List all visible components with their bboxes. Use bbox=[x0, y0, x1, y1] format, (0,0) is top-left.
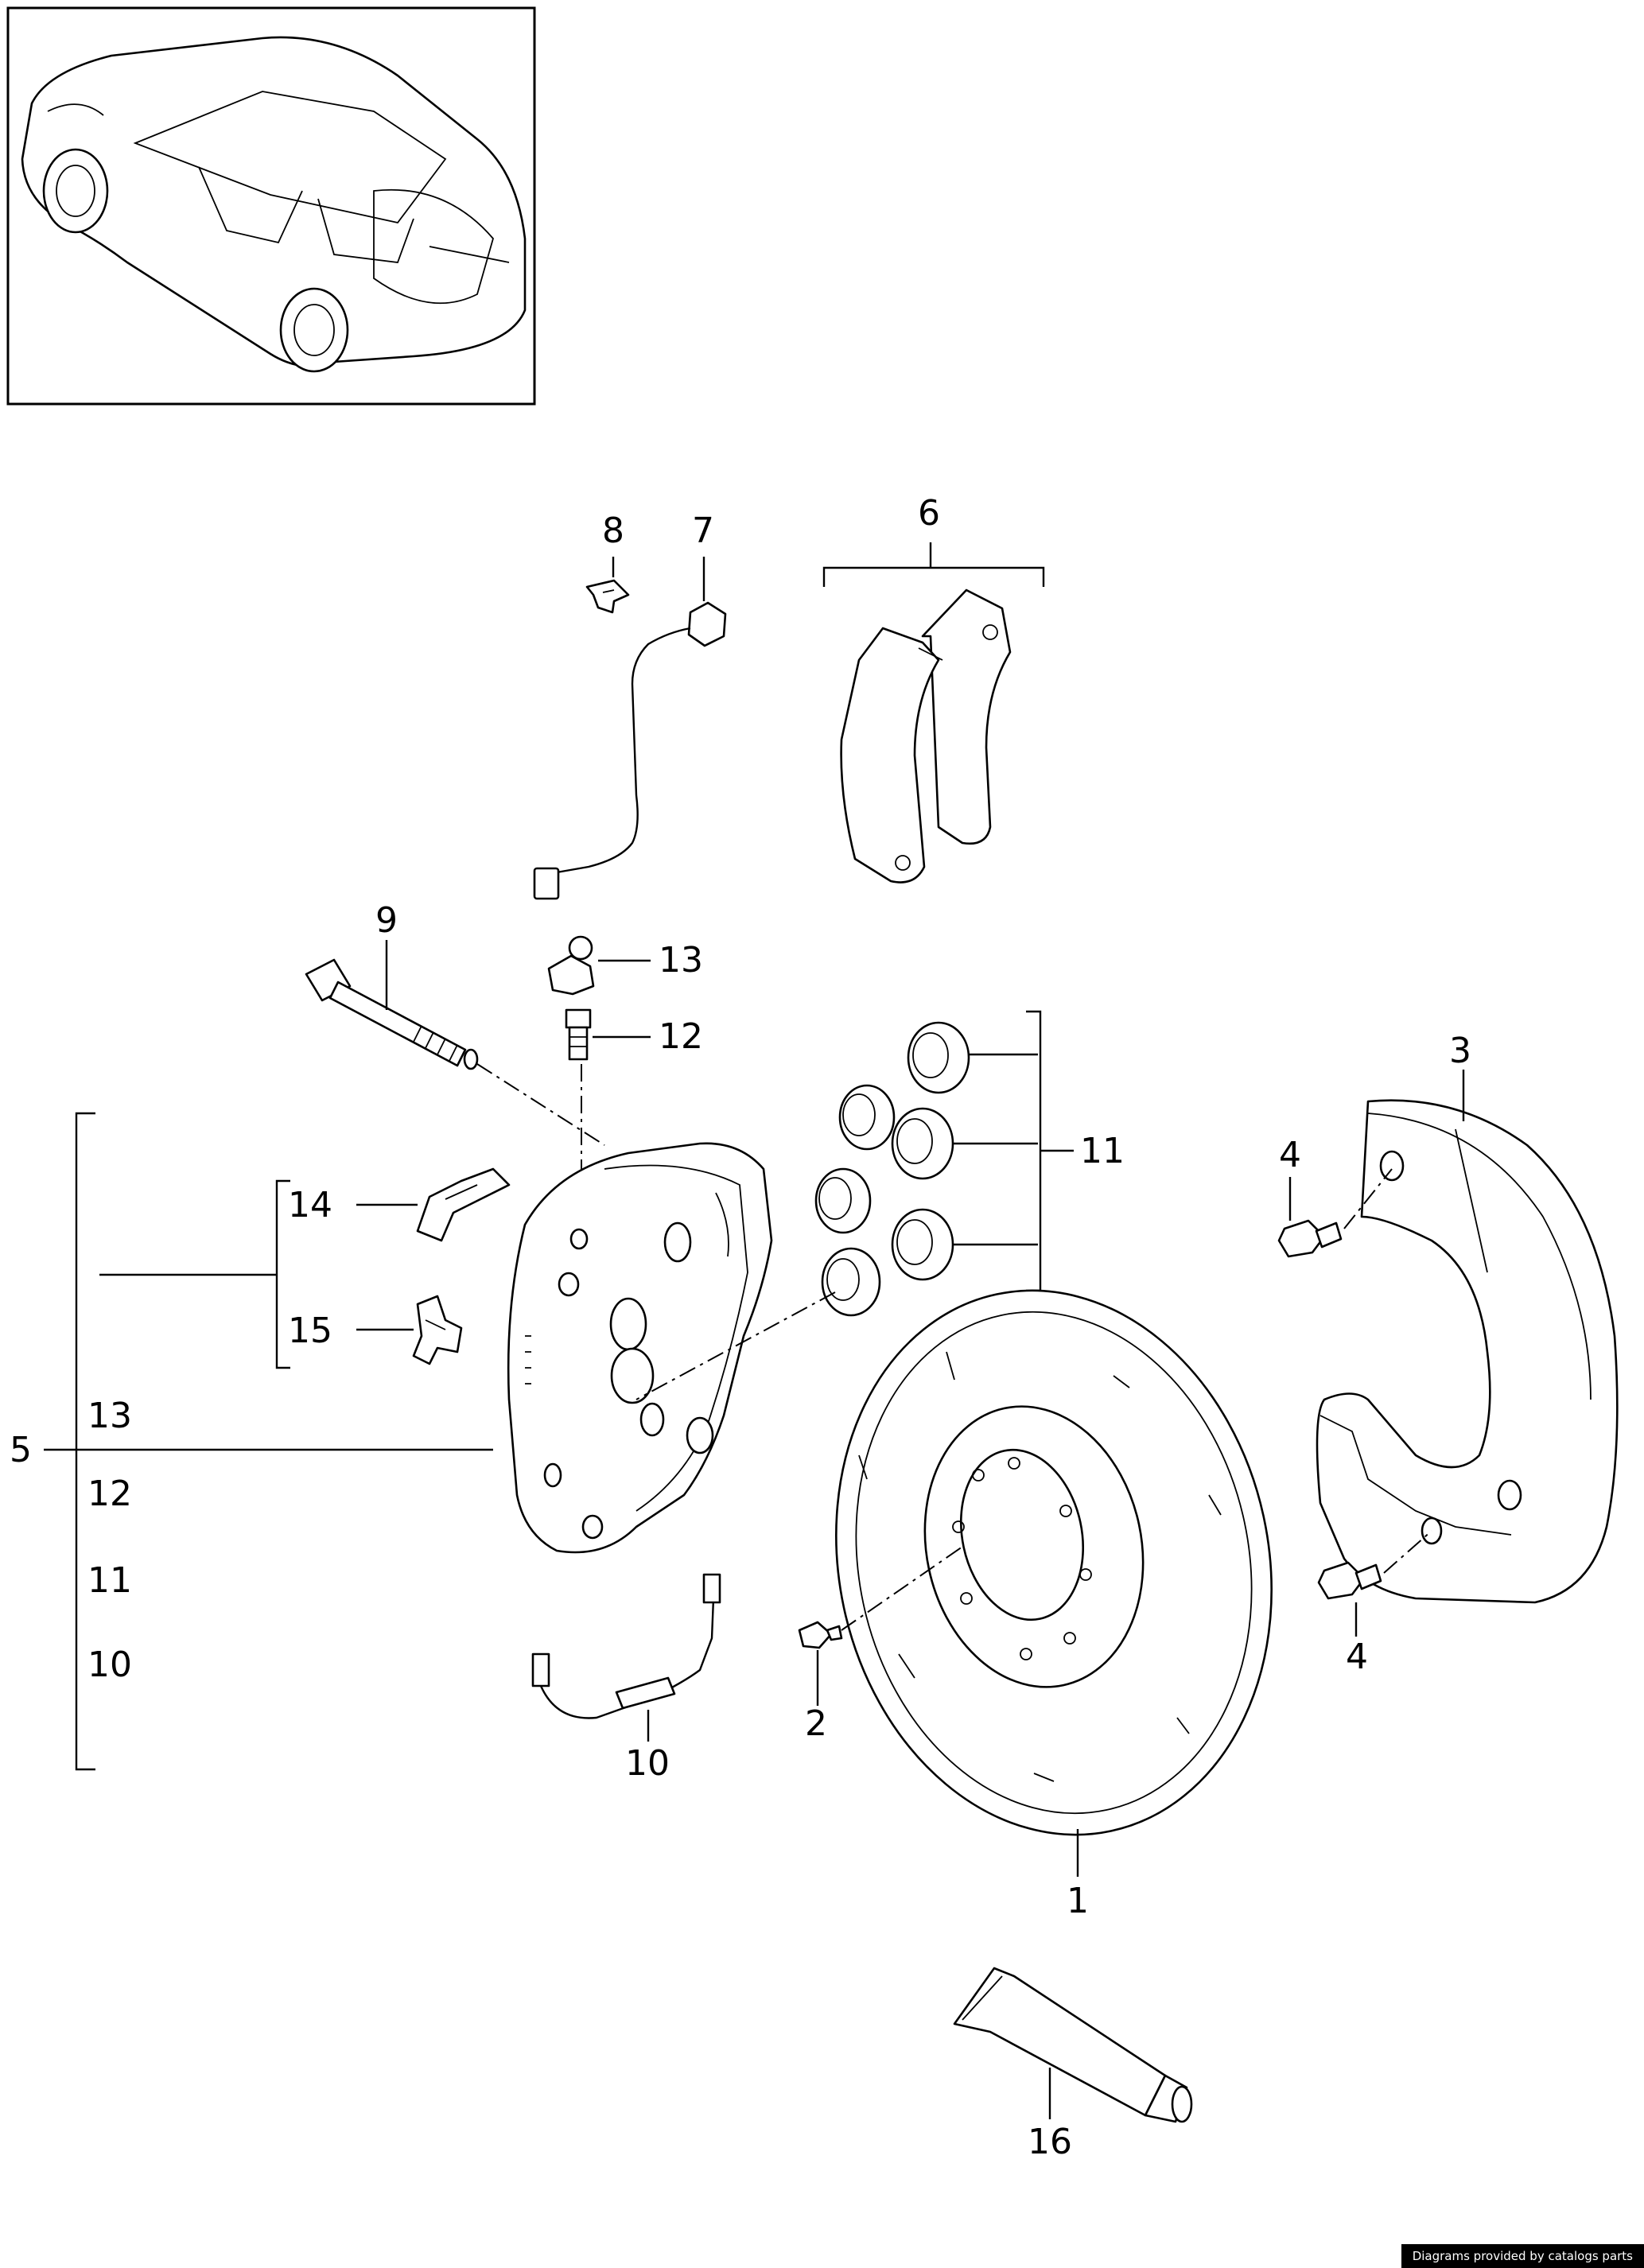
piston-seals-icon bbox=[814, 1021, 970, 1317]
callout-10: 10 bbox=[625, 1743, 670, 1784]
callout-3: 3 bbox=[1449, 1031, 1471, 1071]
callout-15: 15 bbox=[288, 1311, 332, 1351]
callout-14: 14 bbox=[288, 1185, 332, 1225]
bleed-screw-icon bbox=[565, 1008, 592, 1061]
callout-7: 7 bbox=[692, 511, 714, 551]
callout-6: 6 bbox=[918, 493, 940, 534]
callout-11: 11 bbox=[1080, 1131, 1125, 1171]
credit-badge: Diagrams provided by catalogs parts bbox=[1401, 2244, 1644, 2268]
splash-guard-icon bbox=[1316, 1099, 1619, 1604]
brake-caliper-icon bbox=[507, 1142, 773, 1554]
brake-pads-icon bbox=[840, 588, 1012, 884]
group5-item-10: 10 bbox=[87, 1645, 132, 1685]
callout-4-top: 4 bbox=[1279, 1135, 1301, 1175]
disc-screw-icon bbox=[798, 1621, 843, 1649]
callout-4-bottom: 4 bbox=[1346, 1637, 1368, 1677]
grease-tube-icon bbox=[953, 1967, 1193, 2123]
sensor-clip-icon bbox=[585, 579, 630, 614]
callout-5: 5 bbox=[10, 1430, 32, 1470]
group5-item-12: 12 bbox=[87, 1474, 132, 1514]
callout-1: 1 bbox=[1067, 1881, 1089, 1921]
brake-hose-icon bbox=[531, 1573, 721, 1719]
wear-sensor-icon bbox=[533, 601, 727, 900]
retaining-clip-icon bbox=[412, 1295, 463, 1365]
group5-item-11: 11 bbox=[87, 1560, 132, 1601]
bleed-cap-icon bbox=[547, 935, 595, 996]
pad-spring-clip-icon bbox=[416, 1167, 511, 1242]
shield-bolt-top-icon bbox=[1277, 1219, 1343, 1258]
callout-12: 12 bbox=[659, 1016, 703, 1057]
callout-16: 16 bbox=[1028, 2122, 1072, 2162]
shield-bolt-bottom-icon bbox=[1317, 1561, 1382, 1600]
caliper-bolt-icon bbox=[305, 958, 479, 1070]
callout-8: 8 bbox=[602, 511, 624, 551]
brake-disc-icon bbox=[835, 1289, 1273, 1836]
callout-13: 13 bbox=[659, 940, 703, 981]
callout-9: 9 bbox=[375, 900, 398, 941]
group5-item-13: 13 bbox=[87, 1396, 132, 1436]
callout-2: 2 bbox=[805, 1703, 827, 1744]
vehicle-overview-icon bbox=[6, 6, 536, 406]
